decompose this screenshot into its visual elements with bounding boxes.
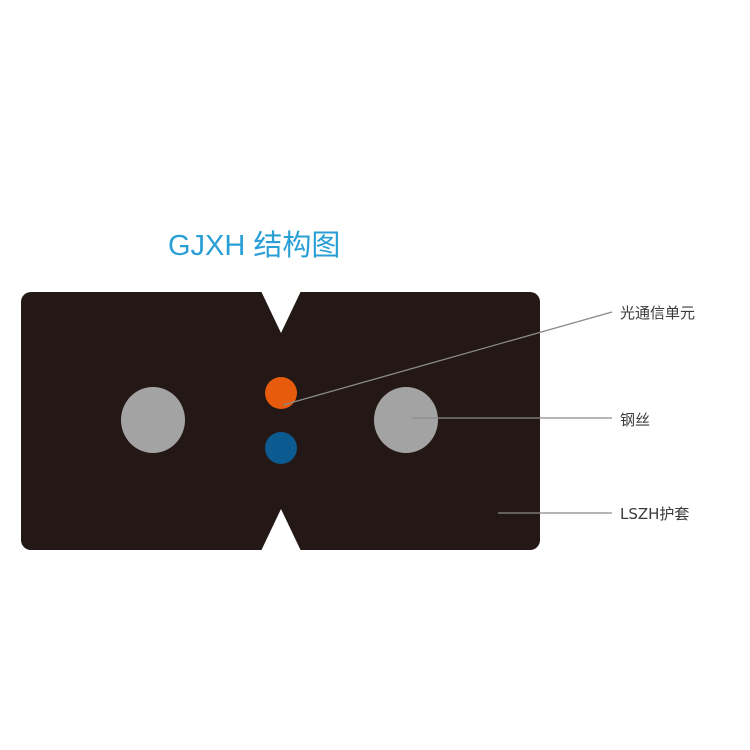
top-notch <box>261 291 301 333</box>
lszh-sheath <box>21 292 540 550</box>
steel-wire-left <box>121 387 185 453</box>
leader-line-optical-unit <box>282 311 613 406</box>
label-optical-unit: 光通信单元 <box>620 304 696 322</box>
fiber-blue <box>265 432 297 464</box>
label-sheath: LSZH护套 <box>620 505 690 523</box>
label-steel-wire: 钢丝 <box>620 411 651 429</box>
steel-wire-right <box>374 387 438 453</box>
fiber-orange <box>265 377 297 409</box>
bottom-notch <box>261 509 301 551</box>
diagram-title: GJXH 结构图 <box>168 230 341 262</box>
